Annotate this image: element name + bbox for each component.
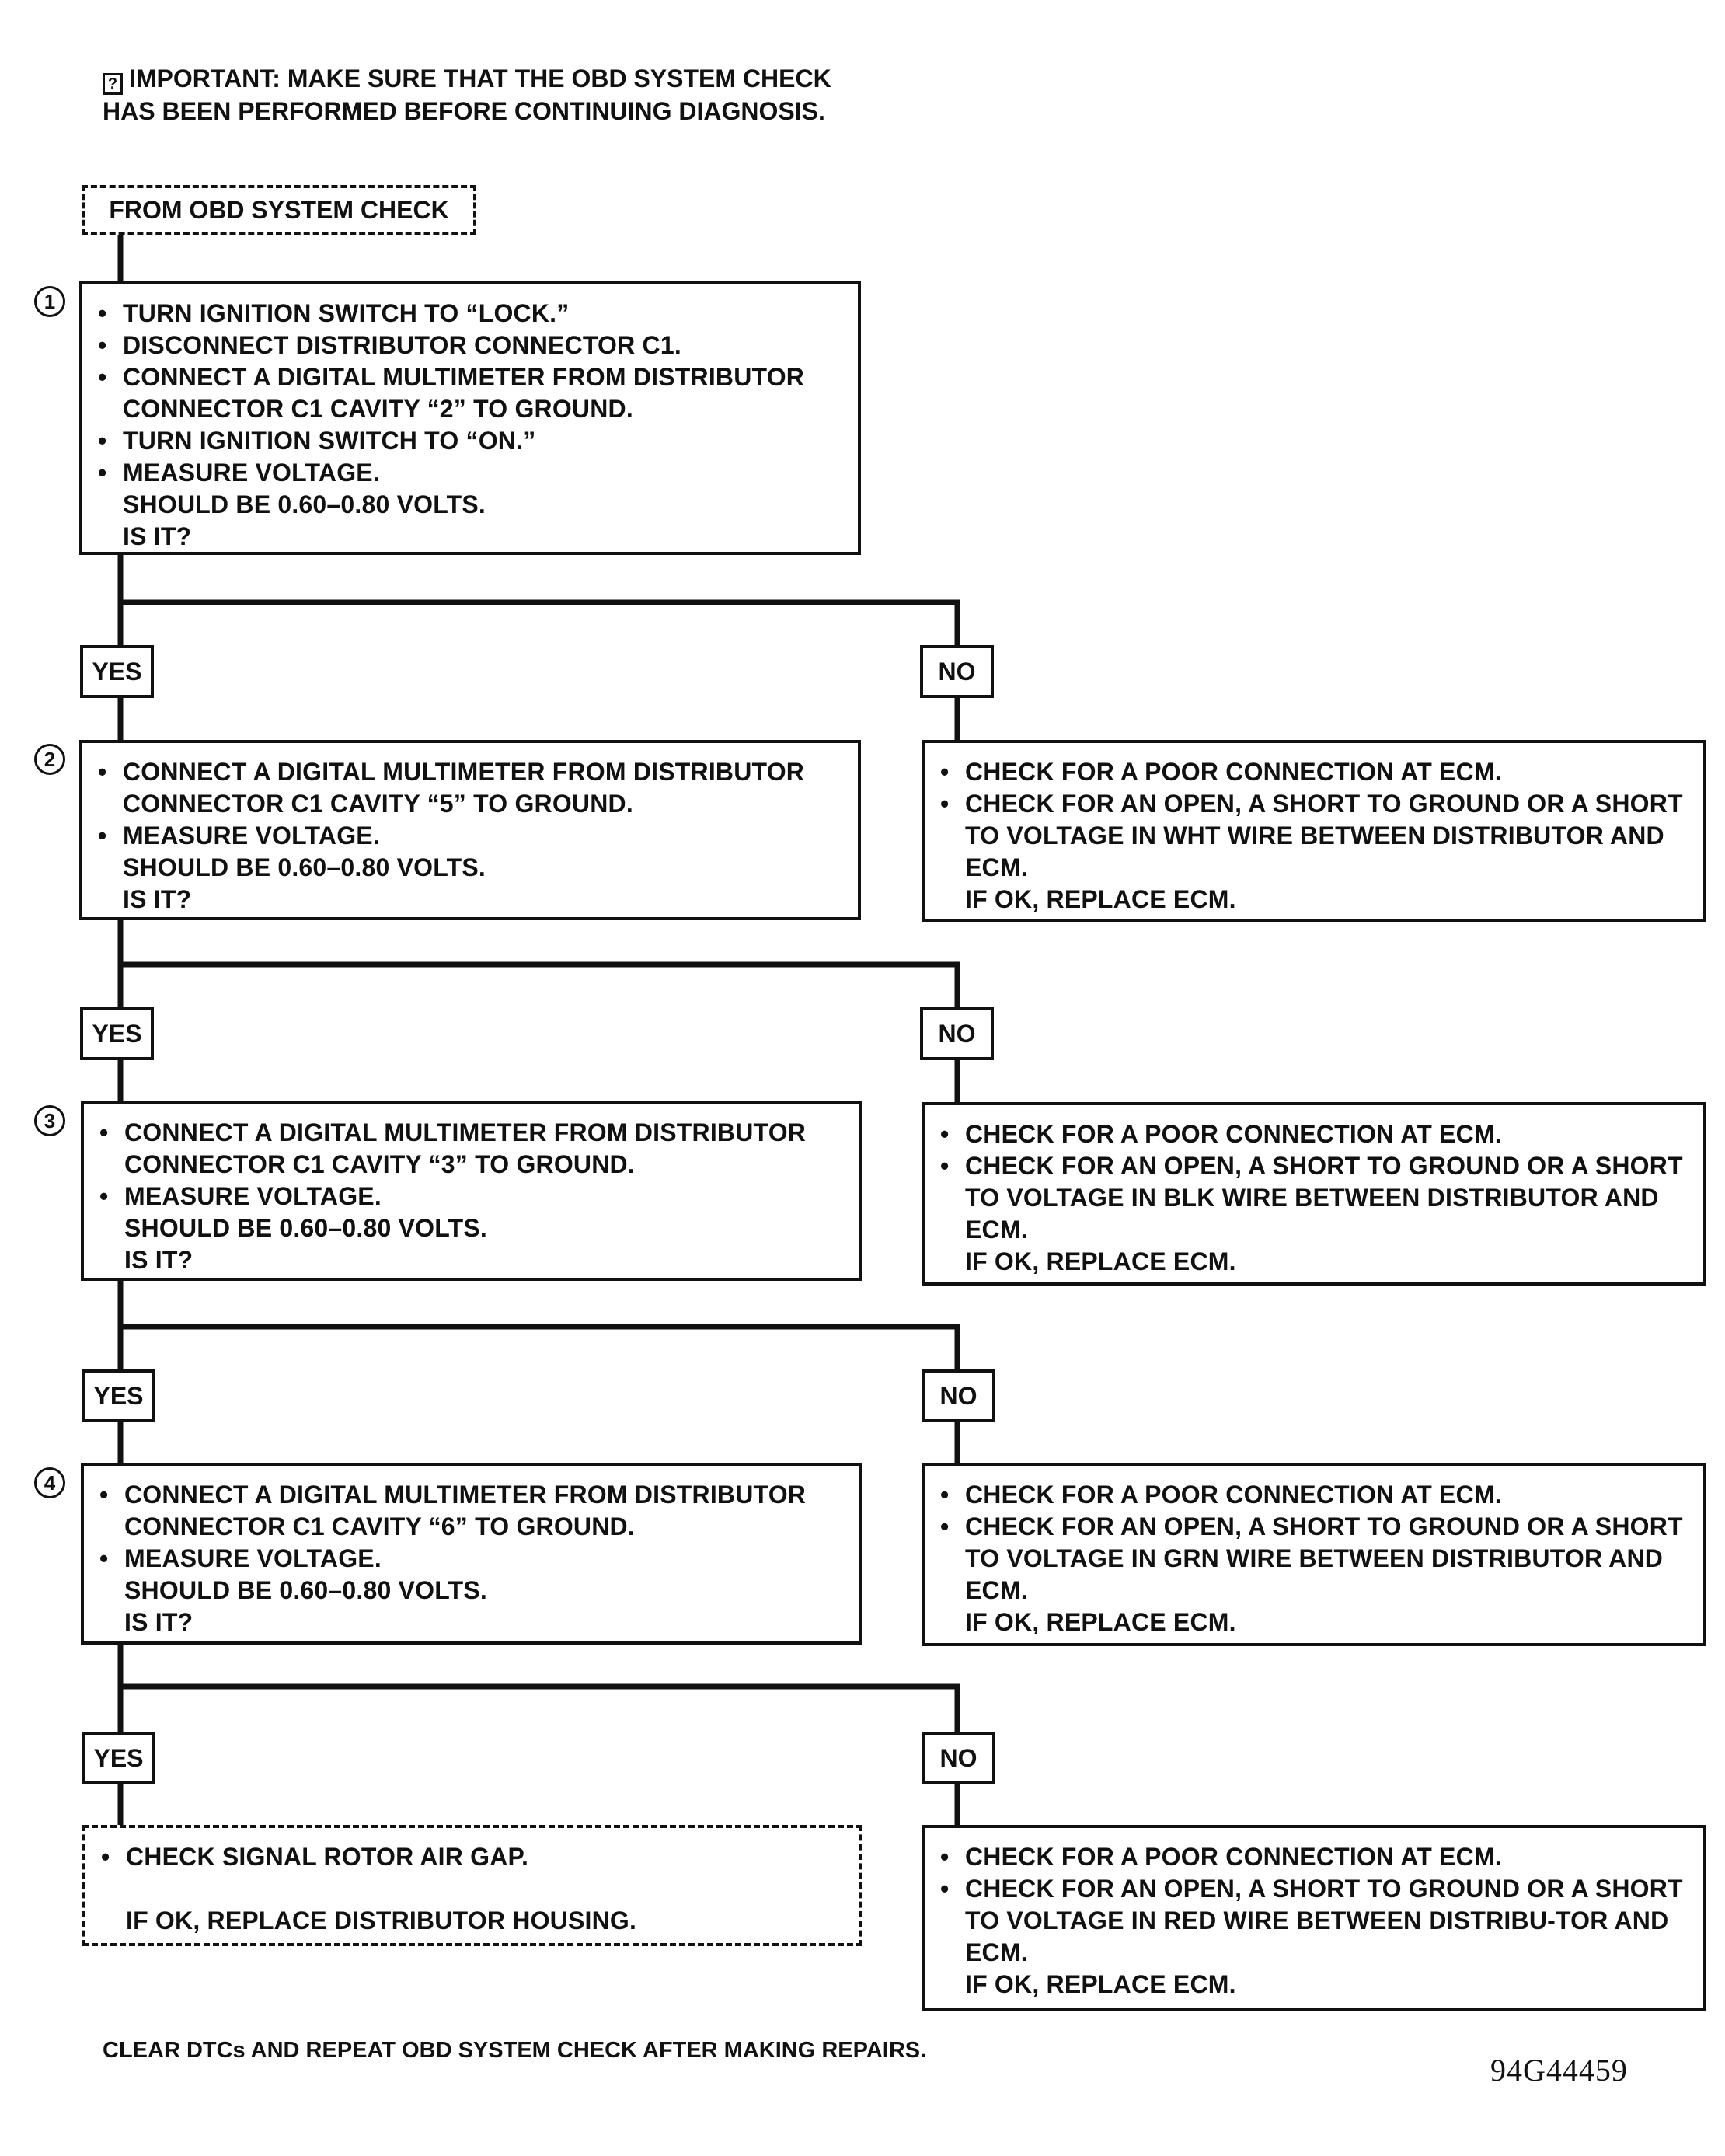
step-4-no-action-box: CHECK FOR A POOR CONNECTION AT ECM. CHEC… xyxy=(922,1825,1706,2011)
step-number-4: 4 xyxy=(34,1467,65,1498)
step-3-no-label: NO xyxy=(922,1369,995,1422)
step-4-no-action-bullet: CHECK FOR AN OPEN, A SHORT TO GROUND OR … xyxy=(934,1873,1689,1969)
step-1-bullet: DISCONNECT DISTRIBUTOR CONNECTOR C1. xyxy=(92,330,844,361)
step-1-no-action-bullet: CHECK FOR AN OPEN, A SHORT TO GROUND OR … xyxy=(934,788,1689,884)
step-2-no-action-note: IF OK, REPLACE ECM. xyxy=(965,1247,1236,1275)
step-1-no-action-box: CHECK FOR A POOR CONNECTION AT ECM. CHEC… xyxy=(922,740,1706,922)
step-2-bullet: MEASURE VOLTAGE. xyxy=(92,820,844,852)
figure-id: 94G44459 xyxy=(1490,2053,1628,2088)
start-box: FROM OBD SYSTEM CHECK xyxy=(82,185,476,235)
step-2-no-label: NO xyxy=(920,1007,994,1060)
step-4-bullet: MEASURE VOLTAGE. xyxy=(93,1543,845,1575)
step-2-no-action-bullet: CHECK FOR A POOR CONNECTION AT ECM. xyxy=(934,1118,1689,1150)
step-4-bullet: CONNECT A DIGITAL MULTIMETER FROM DISTRI… xyxy=(93,1479,845,1543)
final-yes-bullet: CHECK SIGNAL ROTOR AIR GAP. xyxy=(95,1841,845,1873)
important-icon: ? xyxy=(103,73,123,95)
final-yes-box: CHECK SIGNAL ROTOR AIR GAP. IF OK, REPLA… xyxy=(82,1825,862,1946)
step-number-3: 3 xyxy=(34,1105,65,1136)
step-1-bullet: CONNECT A DIGITAL MULTIMETER FROM DISTRI… xyxy=(92,361,844,425)
footer-instruction: CLEAR DTCs AND REPEAT OBD SYSTEM CHECK A… xyxy=(103,2038,927,2063)
step-1-no-action-bullet: CHECK FOR A POOR CONNECTION AT ECM. xyxy=(934,756,1689,788)
step-number-2: 2 xyxy=(34,744,65,775)
step-3-no-action-note: IF OK, REPLACE ECM. xyxy=(965,1608,1236,1636)
step-3-no-action-box: CHECK FOR A POOR CONNECTION AT ECM. CHEC… xyxy=(922,1463,1706,1646)
step-1-no-action-note: IF OK, REPLACE ECM. xyxy=(965,885,1236,913)
step-1-bullet: TURN IGNITION SWITCH TO “LOCK.” xyxy=(92,298,844,330)
step-2-bullet: CONNECT A DIGITAL MULTIMETER FROM DISTRI… xyxy=(92,756,844,820)
step-3-yes-label: YES xyxy=(82,1369,155,1422)
step-4-no-action-note: IF OK, REPLACE ECM. xyxy=(965,1970,1236,1998)
step-1-bullet: MEASURE VOLTAGE. xyxy=(92,457,844,489)
step-2-note: SHOULD BE 0.60–0.80 VOLTS. IS IT? xyxy=(123,853,486,913)
step-3-bullet: MEASURE VOLTAGE. xyxy=(93,1181,845,1212)
step-number-1: 1 xyxy=(34,286,65,317)
step-1-note: SHOULD BE 0.60–0.80 VOLTS. IS IT? xyxy=(123,490,486,550)
step-3-no-action-bullet: CHECK FOR AN OPEN, A SHORT TO GROUND OR … xyxy=(934,1511,1689,1607)
step-3-note: SHOULD BE 0.60–0.80 VOLTS. IS IT? xyxy=(124,1214,487,1274)
step-3-box: CONNECT A DIGITAL MULTIMETER FROM DISTRI… xyxy=(81,1101,862,1281)
step-4-yes-label: YES xyxy=(82,1732,155,1784)
step-2-no-action-bullet: CHECK FOR AN OPEN, A SHORT TO GROUND OR … xyxy=(934,1150,1689,1246)
final-yes-note: IF OK, REPLACE DISTRIBUTOR HOUSING. xyxy=(126,1907,637,1934)
step-1-box: TURN IGNITION SWITCH TO “LOCK.” DISCONNE… xyxy=(79,281,861,555)
important-text: MAKE SURE THAT THE OBD SYSTEM CHECK HAS … xyxy=(103,65,831,125)
step-4-box: CONNECT A DIGITAL MULTIMETER FROM DISTRI… xyxy=(81,1463,862,1645)
step-2-yes-label: YES xyxy=(80,1007,154,1060)
step-3-no-action-bullet: CHECK FOR A POOR CONNECTION AT ECM. xyxy=(934,1479,1689,1511)
important-note: ? IMPORTANT: MAKE SURE THAT THE OBD SYSTE… xyxy=(103,62,880,127)
step-1-yes-label: YES xyxy=(80,645,154,698)
step-3-bullet: CONNECT A DIGITAL MULTIMETER FROM DISTRI… xyxy=(93,1117,845,1181)
start-label: FROM OBD SYSTEM CHECK xyxy=(109,195,449,224)
step-1-bullet: TURN IGNITION SWITCH TO “ON.” xyxy=(92,425,844,457)
step-4-note: SHOULD BE 0.60–0.80 VOLTS. IS IT? xyxy=(124,1576,487,1636)
step-4-no-label: NO xyxy=(922,1732,995,1784)
step-2-no-action-box: CHECK FOR A POOR CONNECTION AT ECM. CHEC… xyxy=(922,1102,1706,1286)
step-4-no-action-bullet: CHECK FOR A POOR CONNECTION AT ECM. xyxy=(934,1841,1689,1873)
important-prefix: IMPORTANT: xyxy=(129,65,281,92)
step-2-box: CONNECT A DIGITAL MULTIMETER FROM DISTRI… xyxy=(79,740,861,920)
step-1-no-label: NO xyxy=(920,645,994,698)
